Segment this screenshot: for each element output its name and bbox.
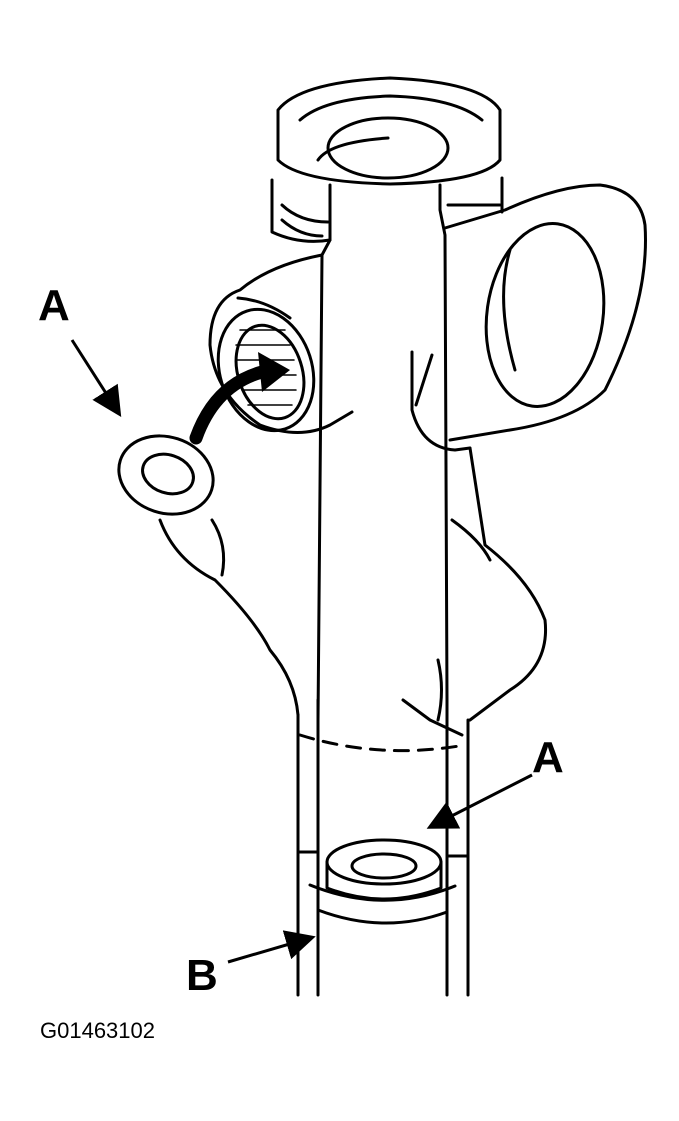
washer-a-upper bbox=[117, 434, 215, 516]
leader-arrow-a-lower bbox=[426, 773, 533, 829]
label-a-lower: A bbox=[532, 733, 564, 782]
figure-code: G01463102 bbox=[40, 1018, 155, 1043]
leader-arrow-a-upper bbox=[70, 339, 122, 418]
lower-tube bbox=[296, 698, 470, 997]
label-a-upper: A bbox=[38, 281, 70, 330]
install-arrow bbox=[189, 352, 290, 445]
seat-b bbox=[296, 850, 470, 925]
leader-arrow-b bbox=[227, 930, 316, 964]
valve-housing bbox=[158, 76, 647, 737]
label-b: B bbox=[186, 951, 218, 1000]
washer-a-lower bbox=[325, 838, 443, 901]
leader-arrows bbox=[70, 339, 533, 964]
